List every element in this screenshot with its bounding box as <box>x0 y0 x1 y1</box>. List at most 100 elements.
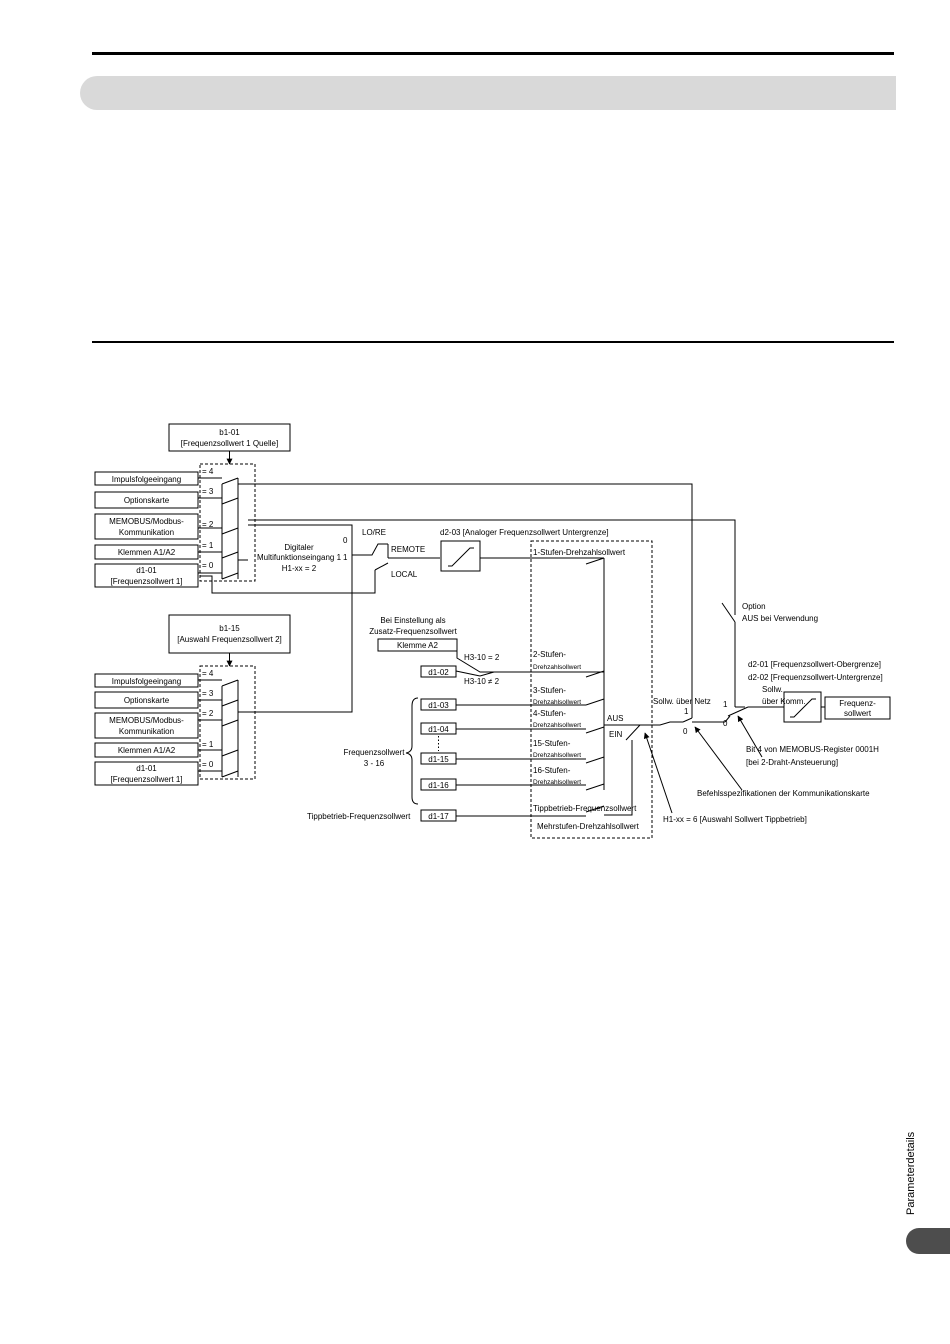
selector2-contacts <box>198 679 239 778</box>
brace-label-line2: 3 - 16 <box>364 759 385 768</box>
svg-text:d1-03: d1-03 <box>428 701 449 710</box>
source1-klemmen: Klemmen A1/A2 <box>118 548 176 557</box>
b115-box-line2: [Auswahl Frequenzsollwert 2] <box>177 635 282 644</box>
source2-memobus-line1: MEMOBUS/Modbus- <box>109 716 184 725</box>
bit4-note-line1: Bit 4 von MEMOBUS-Register 0001H <box>746 745 879 754</box>
svg-text:Klemme A2: Klemme A2 <box>397 641 438 650</box>
selector2-values: = 4 = 3 = 2 = 1 = 0 <box>202 669 214 769</box>
step16-label-b: Drehzahlsollwert <box>533 779 581 786</box>
output-box: Frequenz- sollwert <box>824 696 891 720</box>
source1-memobus-line2: Kommunikation <box>119 528 174 537</box>
svg-text:= 3: = 3 <box>202 487 214 496</box>
b115-parameter-box: b1-15 [Auswahl Frequenzsollwert 2] <box>168 614 291 654</box>
page-tab <box>906 1228 950 1254</box>
option-note-line2: AUS bei Verwendung <box>742 614 818 623</box>
step3-label-a: 3-Stufen- <box>533 686 566 695</box>
source2-d101-line1: d1-01 <box>136 764 157 773</box>
svg-text:= 3: = 3 <box>202 689 214 698</box>
step15-label-b: Drehzahlsollwert <box>533 752 581 759</box>
source2-memobus-line2: Kommunikation <box>119 727 174 736</box>
lore-switch <box>238 543 440 571</box>
komm-zero: 0 <box>723 719 728 728</box>
svg-text:= 1: = 1 <box>202 541 214 550</box>
multistage-bus <box>585 557 605 813</box>
komm-one: 1 <box>723 700 728 709</box>
limits-line1: d2-01 [Frequenzsollwert-Obergrenze] <box>748 660 881 669</box>
h1-tipp-note: H1-xx = 6 [Auswahl Sollwert Tippbetrieb] <box>663 815 807 824</box>
source2-option: Optionskarte <box>124 696 170 705</box>
svg-text:= 1: = 1 <box>202 740 214 749</box>
limits-line2: d2-02 [Frequenzsollwert-Untergrenze] <box>748 673 883 682</box>
komm-switch <box>724 706 784 723</box>
step16-label-a: 16-Stufen- <box>533 766 571 775</box>
brace-label-line1: Frequenzsollwert <box>344 748 406 757</box>
step3-label-b: Drehzahlsollwert <box>533 699 581 706</box>
step4-label-a: 4-Stufen- <box>533 709 566 718</box>
option-switch <box>721 600 736 707</box>
h310-eq-label: H3-10 = 2 <box>464 653 500 662</box>
selector1-contacts <box>198 477 239 580</box>
netz-one: 1 <box>684 707 689 716</box>
svg-text:d1-16: d1-16 <box>428 781 449 790</box>
source2-impuls: Impulsfolgeeingang <box>112 677 181 686</box>
b101-parameter-box: b1-01 [Frequenzsollwert 1 Quelle] <box>168 423 291 452</box>
digital-input-one: 1 <box>343 553 348 562</box>
zusatz-note-line2: Zusatz-Frequenzsollwert <box>369 627 457 636</box>
d203-limiter-box <box>440 540 481 572</box>
step2-label-a: 2-Stufen- <box>533 650 566 659</box>
netz-switch <box>682 690 725 723</box>
h310-ne-label: H3-10 ≠ 2 <box>464 677 500 686</box>
svg-text:= 0: = 0 <box>202 561 214 570</box>
svg-text:Frequenz-: Frequenz- <box>839 699 876 708</box>
netz-zero: 0 <box>683 727 688 736</box>
step1-label: 1-Stufen-Drehzahlsollwert <box>533 548 626 557</box>
source1-d101-line1: d1-01 <box>136 566 157 575</box>
tipp-label: Tippbetrieb-Frequenzsollwert <box>533 804 637 813</box>
digital-input-line3: H1-xx = 2 <box>282 564 317 573</box>
source-list-2: Impulsfolgeeingang Optionskarte MEMOBUS/… <box>94 673 199 786</box>
local-label: LOCAL <box>391 570 418 579</box>
top-rule <box>92 52 894 55</box>
selector1-values: = 4 = 3 = 2 = 1 = 0 <box>202 467 214 570</box>
source1-impuls: Impulsfolgeeingang <box>112 475 181 484</box>
b115-box-line1: b1-15 <box>219 624 240 633</box>
svg-text:d1-04: d1-04 <box>428 725 449 734</box>
svg-text:= 2: = 2 <box>202 520 214 529</box>
remote-label: REMOTE <box>391 545 425 554</box>
source1-memobus-line1: MEMOBUS/Modbus- <box>109 517 184 526</box>
source-list-1: Impulsfolgeeingang Optionskarte MEMOBUS/… <box>94 471 199 588</box>
digital-input-line1: Digitaler <box>284 543 314 552</box>
svg-text:sollwert: sollwert <box>844 709 872 718</box>
mehr-label: Mehrstufen-Drehzahlsollwert <box>537 822 640 831</box>
tipp-switch <box>604 721 683 816</box>
signal-wires <box>200 483 736 713</box>
zusatz-note-line1: Bei Einstellung als <box>380 616 445 625</box>
step15-label-a: 15-Stufen- <box>533 739 571 748</box>
b101-selector-dashed <box>199 463 256 582</box>
side-section-label: Parameterdetails <box>905 1131 917 1215</box>
svg-text:d1-17: d1-17 <box>428 812 449 821</box>
svg-text:= 4: = 4 <box>202 669 214 678</box>
source2-d101-line2: [Frequenzsollwert 1] <box>110 775 182 784</box>
b101-box-line2: [Frequenzsollwert 1 Quelle] <box>181 439 278 448</box>
source1-option: Optionskarte <box>124 496 170 505</box>
befehl-note: Befehlsspezifikationen der Kommunikation… <box>697 789 870 798</box>
d203-label: d2-03 [Analoger Frequenzsollwert Untergr… <box>440 528 609 537</box>
lore-label: LO/RE <box>362 528 386 537</box>
source2-klemmen: Klemmen A1/A2 <box>118 746 176 755</box>
digital-input-line2: Multifunktionseingang 1 <box>257 553 342 562</box>
digital-input-zero: 0 <box>343 536 348 545</box>
h1-tipp-arrow <box>643 732 673 814</box>
step4-label-b: Drehzahlsollwert <box>533 722 581 729</box>
klemme-a2-box: Klemme A2 <box>377 638 458 652</box>
b115-selector-dashed <box>199 665 256 780</box>
step-labels: 1-Stufen-Drehzahlsollwert 2-Stufen- Dreh… <box>533 548 640 831</box>
source1-d101-line2: [Frequenzsollwert 1] <box>110 577 182 586</box>
step2-label-b: Drehzahlsollwert <box>533 664 581 671</box>
digital-input-block: Digitaler Multifunktionseingang 1 H1-xx … <box>248 524 353 594</box>
multistage-dashed-box <box>530 540 653 839</box>
d1-wires <box>438 670 586 817</box>
tipp-left-label: Tippbetrieb-Frequenzsollwert <box>307 812 411 821</box>
section-header-bar <box>80 76 896 110</box>
